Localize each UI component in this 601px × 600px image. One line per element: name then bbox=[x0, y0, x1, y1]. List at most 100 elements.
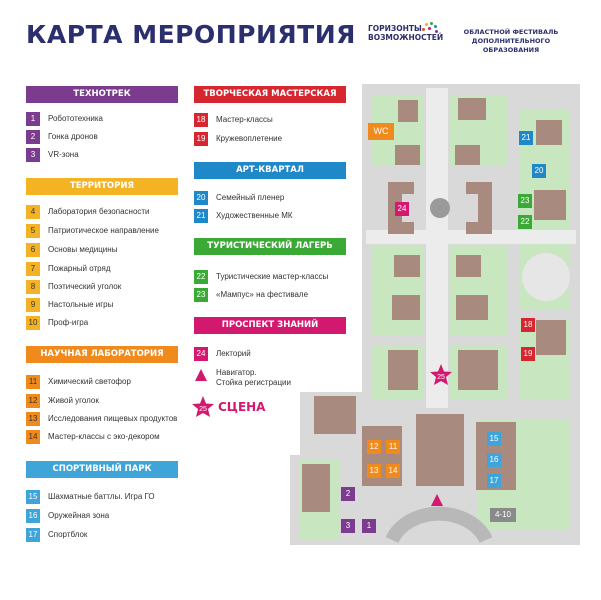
map-fountain bbox=[430, 198, 450, 218]
legend-number: 1 bbox=[26, 112, 40, 126]
legend-number: 10 bbox=[26, 316, 40, 330]
legend-number: 17 bbox=[26, 528, 40, 542]
legend-number: 16 bbox=[26, 509, 40, 523]
legend-label: Поэтический уголок bbox=[48, 282, 122, 291]
legend-label: Гонка дронов bbox=[48, 132, 98, 141]
map-building bbox=[394, 255, 420, 277]
map-marker: 20 bbox=[532, 164, 546, 178]
legend-label: Основы медицины bbox=[48, 245, 118, 254]
map-building bbox=[534, 190, 566, 220]
section-nauchnaya-header: НАУЧНАЯ ЛАБОРАТОРИЯ bbox=[26, 346, 178, 363]
section-tvorcheskaya-header: ТВОРЧЕСКАЯ МАСТЕРСКАЯ bbox=[194, 86, 346, 103]
map-building bbox=[458, 350, 498, 390]
page-title: КАРТА МЕРОПРИЯТИЯ bbox=[26, 20, 356, 49]
map-marker: 25 bbox=[437, 374, 445, 381]
map-path bbox=[426, 88, 448, 408]
legend-number: 18 bbox=[194, 113, 208, 127]
scene-star-icon: 25 bbox=[192, 396, 214, 417]
navigator-line1: Навигатор. bbox=[216, 368, 257, 377]
map-marker: 14 bbox=[386, 464, 400, 478]
legend-label: Лаборатория безопасности bbox=[48, 207, 150, 216]
section-prospekt-header: ПРОСПЕКТ ЗНАНИЙ bbox=[194, 317, 346, 334]
legend-label: Лекторий bbox=[216, 349, 251, 358]
legend-label: Настольные игры bbox=[48, 300, 114, 309]
legend-number: 4 bbox=[26, 205, 40, 219]
horizons-logo: ГОРИЗОНТЫ ВОЗМОЖНОСТЕЙ bbox=[368, 22, 443, 50]
navigator-line2: Стойка регистрации bbox=[216, 378, 291, 387]
legend-label: Проф-игра bbox=[48, 318, 89, 327]
legend-label: Мастер-классы с эко-декором bbox=[48, 432, 160, 441]
legend-label: Художественные МК bbox=[216, 211, 293, 220]
legend-label: Робототехника bbox=[48, 114, 103, 123]
map-marker: 12 bbox=[367, 440, 381, 454]
map-marker: 19 bbox=[521, 347, 535, 361]
map-plaza bbox=[385, 506, 493, 544]
map-building bbox=[302, 464, 330, 512]
legend-number: 24 bbox=[194, 347, 208, 361]
legend-label: «Мампус» на фестивале bbox=[216, 290, 309, 299]
festival-line2: ДОПОЛНИТЕЛЬНОГО ОБРАЗОВАНИЯ bbox=[471, 37, 551, 54]
map-marker: 24 bbox=[395, 202, 409, 216]
legend-number: 21 bbox=[194, 209, 208, 223]
legend-label: Пожарный отряд bbox=[48, 264, 111, 273]
map-building bbox=[455, 145, 480, 165]
legend-number: 8 bbox=[26, 280, 40, 294]
map-marker: 3 bbox=[341, 519, 355, 533]
section-turist-header: ТУРИСТИЧЕСКИЙ ЛАГЕРЬ bbox=[194, 238, 346, 255]
legend-label: Семейный пленер bbox=[216, 193, 285, 202]
map-marker: 11 bbox=[386, 440, 400, 454]
legend-label: Оружейная зона bbox=[48, 511, 110, 520]
legend-number: 19 bbox=[194, 132, 208, 146]
map-scene-star-icon: 25 bbox=[430, 364, 452, 385]
festival-line1: ОБЛАСТНОЙ ФЕСТИВАЛЬ bbox=[463, 28, 559, 36]
legend-number: 5 bbox=[26, 224, 40, 238]
map-building bbox=[395, 145, 420, 165]
legend-label: Кружевоплетение bbox=[216, 134, 283, 143]
map-wc-marker: WC bbox=[368, 123, 394, 140]
map-building bbox=[416, 414, 464, 486]
legend-number: 7 bbox=[26, 262, 40, 276]
map-building bbox=[392, 295, 420, 320]
map-building bbox=[458, 98, 486, 120]
map-marker: 13 bbox=[367, 464, 381, 478]
map-building bbox=[388, 350, 418, 390]
map-building bbox=[456, 295, 488, 320]
legend-label: Химический светофор bbox=[48, 377, 131, 386]
map-marker: 1 bbox=[362, 519, 376, 533]
section-tehnotrek-header: ТЕХНОТРЕК bbox=[26, 86, 178, 103]
map-building bbox=[536, 120, 562, 145]
map-marker: 23 bbox=[518, 194, 532, 208]
legend-number: 3 bbox=[26, 148, 40, 162]
legend-number: 2 bbox=[26, 130, 40, 144]
legend-label: Шахматные баттлы. Игра ГО bbox=[48, 492, 155, 501]
map-building bbox=[536, 320, 566, 355]
legend-number: 22 bbox=[194, 270, 208, 284]
scene-star-number: 25 bbox=[199, 406, 207, 413]
navigator-triangle-icon bbox=[195, 369, 207, 381]
map-marker: 16 bbox=[487, 453, 501, 467]
map-marker: 18 bbox=[521, 318, 535, 332]
map-marker: 4-10 bbox=[490, 508, 516, 522]
legend-label: Патриотическое направление bbox=[48, 226, 159, 235]
map-marker: 2 bbox=[341, 487, 355, 501]
legend-number: 20 bbox=[194, 191, 208, 205]
map-building bbox=[398, 100, 418, 122]
section-territory-header: ТЕРРИТОРИЯ ВОЗМОЖНОСТЕЙ bbox=[26, 178, 178, 208]
legend-number: 23 bbox=[194, 288, 208, 302]
legend-label: VR-зона bbox=[48, 150, 79, 159]
legend-number: 12 bbox=[26, 394, 40, 408]
map-marker: 21 bbox=[519, 131, 533, 145]
legend-label: Живой уголок bbox=[48, 396, 99, 405]
legend-number: 15 bbox=[26, 490, 40, 504]
legend-label: Туристические мастер-классы bbox=[216, 272, 329, 281]
map-path bbox=[366, 230, 576, 244]
map-marker: 15 bbox=[487, 432, 501, 446]
section-sport-header: СПОРТИВНЫЙ ПАРК bbox=[26, 461, 178, 478]
legend-number: 9 bbox=[26, 298, 40, 312]
legend-label: Мастер-классы bbox=[216, 115, 273, 124]
map-building bbox=[522, 253, 570, 301]
legend-label: Спортблок bbox=[48, 530, 88, 539]
section-artkvartal-header: АРТ-КВАРТАЛ bbox=[194, 162, 346, 179]
map-building bbox=[314, 396, 356, 434]
